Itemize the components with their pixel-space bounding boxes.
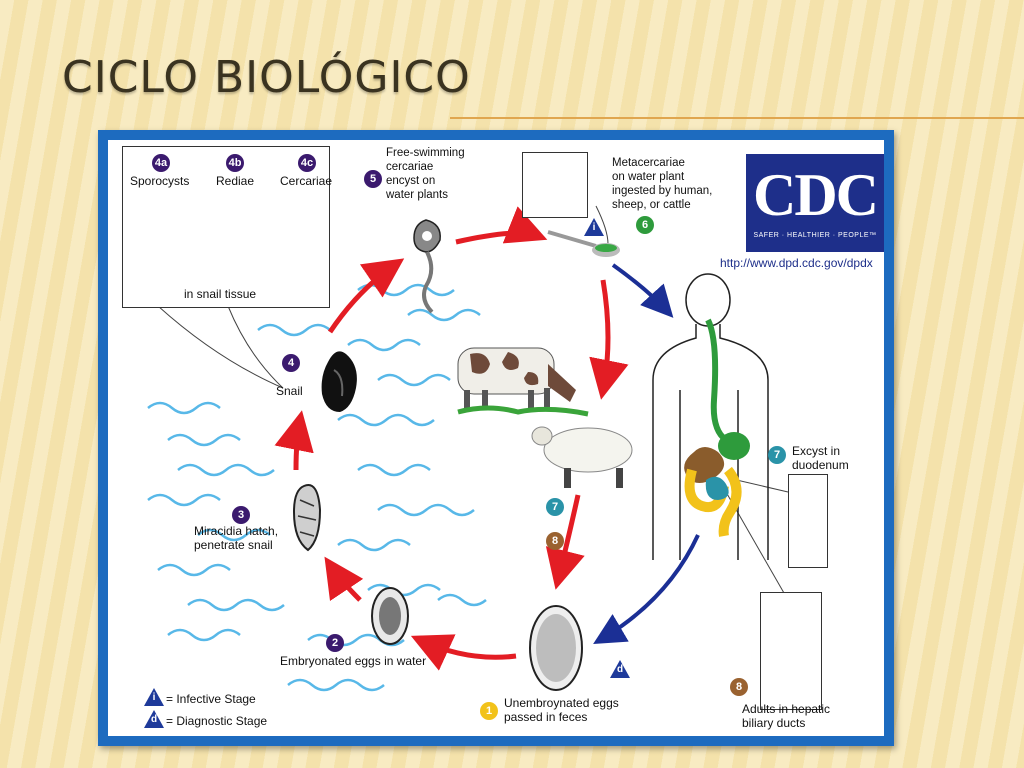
stage-4a-badge: 4a	[152, 154, 170, 172]
diagnostic-stage-marker-1: d	[610, 660, 630, 678]
human-illustration	[652, 273, 769, 560]
snail-tissue-label: in snail tissue	[184, 287, 257, 301]
stage-1-label: Unembroynated eggs passed in feces	[504, 696, 619, 724]
adult-fluke-inset	[760, 592, 822, 710]
slide-title: CICLO BIOLÓGICO	[62, 52, 471, 103]
stage-4-badge: 4	[282, 354, 300, 372]
stage-7-label: Excyst in duodenum	[792, 444, 849, 472]
stage-5-badge: 5	[364, 170, 382, 188]
cycle-arrows-blue	[593, 263, 700, 645]
cdc-logo: CDC SAFER · HEALTHIER · PEOPLE™	[746, 154, 884, 252]
unembryonated-egg-illustration	[529, 605, 583, 691]
stage-4a-label: Sporocysts	[130, 174, 190, 188]
miracidium-illustration	[292, 484, 322, 552]
cow-illustration	[457, 347, 589, 417]
stage-2-badge: 2	[326, 634, 344, 652]
snail-tissue-inset	[122, 146, 330, 308]
stage-8-badge: 8	[730, 678, 748, 696]
legend-infective-label: = Infective Stage	[166, 692, 256, 706]
title-rule	[450, 117, 1024, 119]
spoon-illustration	[547, 230, 620, 257]
stage-2-label: Embryonated eggs in water	[280, 654, 427, 668]
life-cycle-diagram: 4a Sporocysts 4b Rediae 4c Cercariae in …	[108, 140, 884, 736]
free-cercaria-illustration	[413, 219, 441, 314]
stage-6-badge: 6	[636, 216, 654, 234]
stage-5-label: Free-swimming cercariae encyst on water …	[386, 147, 465, 201]
stage-3-badge: 3	[232, 506, 250, 524]
legend-diagnostic-label: = Diagnostic Stage	[166, 714, 268, 728]
sheep-illustration	[531, 426, 633, 488]
stage-4b-badge: 4b	[226, 154, 244, 172]
stage-1-badge: 1	[480, 702, 498, 720]
legend-diagnostic-icon: d	[144, 710, 164, 728]
stage-4-label: Snail	[276, 384, 303, 398]
legend-infective-icon: i	[144, 688, 164, 706]
stage-4b-label: Rediae	[216, 174, 255, 188]
stage-8-animal-badge: 8	[546, 532, 564, 550]
stage-7-animal-badge: 7	[546, 498, 564, 516]
digestive-tract	[684, 318, 750, 537]
metacercaria-inset	[522, 152, 588, 218]
snail-illustration	[321, 351, 357, 412]
diagram-frame: 4a Sporocysts 4b Rediae 4c Cercariae in …	[98, 130, 894, 746]
excyst-inset	[788, 474, 828, 568]
stage-7-badge: 7	[768, 446, 786, 464]
infective-stage-marker-6: i	[584, 218, 604, 236]
embryonated-egg-illustration	[371, 587, 409, 645]
stage-4c-badge: 4c	[298, 154, 316, 172]
stage-3-label: Miracidia hatch, penetrate snail	[194, 524, 279, 552]
stage-4c-label: Cercariae	[280, 174, 333, 188]
cdc-url: http://www.dpd.cdc.gov/dpdx	[720, 256, 873, 270]
water-waves	[147, 283, 487, 692]
stage-8-label: Adults in hepatic biliary ducts	[742, 702, 831, 730]
stage-6-label: Metacercariae on water plant ingested by…	[612, 157, 713, 211]
